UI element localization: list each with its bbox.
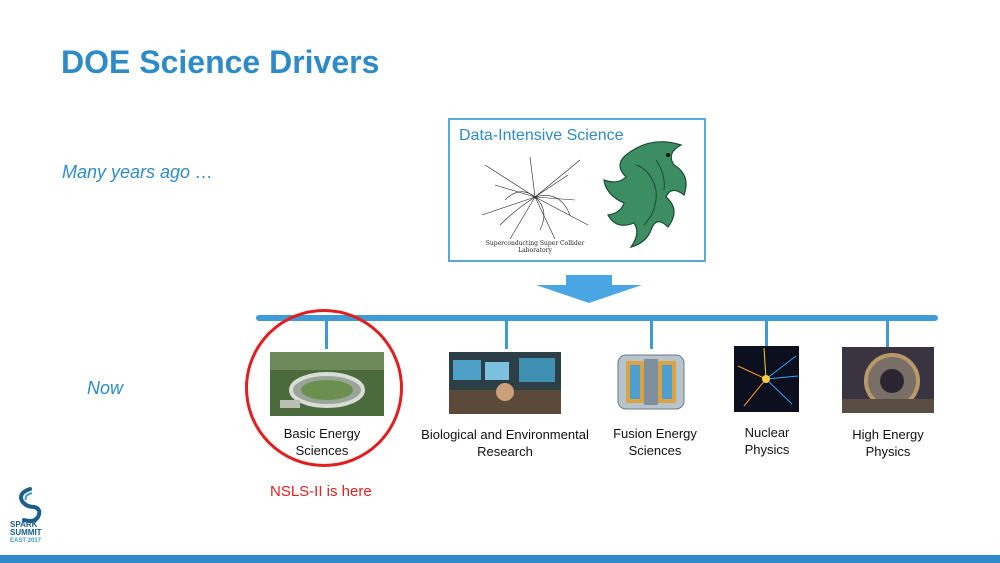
down-arrow bbox=[536, 275, 642, 303]
computing-lab-photo bbox=[449, 352, 561, 414]
fusion-reactor-cutaway bbox=[604, 349, 698, 415]
timeline-tick-hep bbox=[886, 321, 889, 349]
dragon-illustration bbox=[596, 135, 696, 253]
nsls-ii-note: NSLS-II is here bbox=[270, 483, 372, 500]
subtitle-many-years-ago: Many years ago … bbox=[62, 162, 213, 183]
detector-ring-photo bbox=[842, 347, 934, 413]
timeline-tick-ber bbox=[505, 321, 508, 349]
collision-tracks-image bbox=[480, 155, 590, 240]
slide-title: DOE Science Drivers bbox=[61, 44, 379, 81]
timeline-tick-fes bbox=[650, 321, 653, 349]
particle-collision-event bbox=[734, 346, 799, 412]
nsls-highlight-circle bbox=[245, 309, 403, 467]
now-label: Now bbox=[87, 378, 123, 399]
footer-bar bbox=[0, 555, 1000, 563]
timeline-tick-np bbox=[765, 321, 768, 349]
data-intensive-science-box: Data-Intensive Science Superconducting S… bbox=[448, 118, 706, 262]
ssc-caption: Superconducting Super Collider Laborator… bbox=[480, 240, 590, 254]
spark-summit-logo-text: SPARK SUMMIT EAST 2017 bbox=[10, 521, 42, 545]
